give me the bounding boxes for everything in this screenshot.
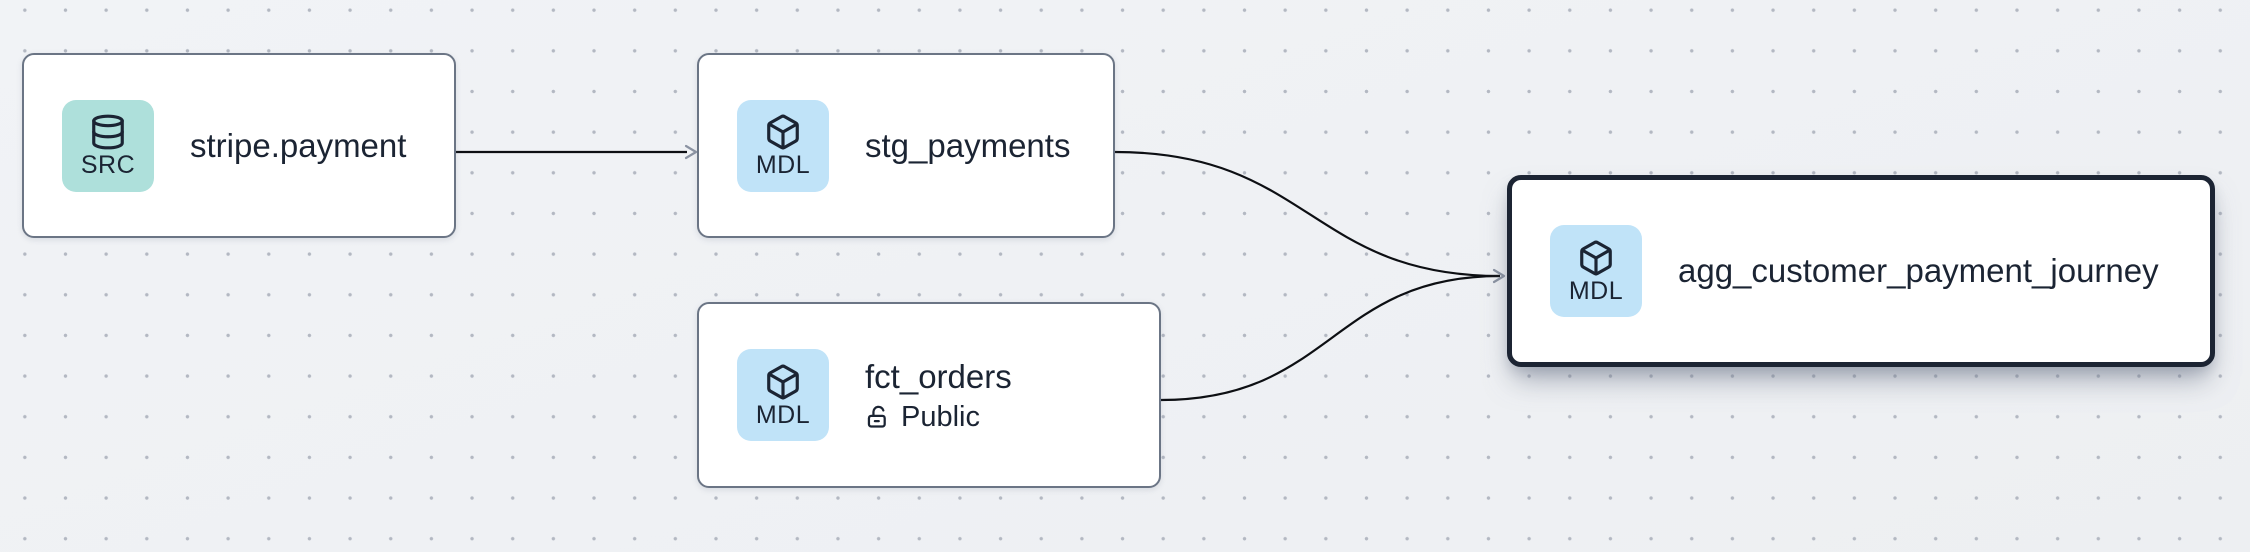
arrowhead-icon	[684, 144, 698, 160]
edge-stg-payments-to-agg-customer-payment-journey	[1114, 150, 1501, 278]
node-text: agg_customer_payment_journey	[1678, 252, 2159, 290]
node-title: stg_payments	[865, 126, 1071, 164]
model-type-badge: MDL	[737, 349, 829, 441]
arrowhead-icon	[1492, 268, 1506, 284]
node-text: fct_orders Public	[865, 358, 1012, 432]
node-title: agg_customer_payment_journey	[1678, 252, 2159, 290]
source-type-badge: SRC	[62, 99, 154, 192]
node-text: stripe.payment	[190, 127, 406, 165]
badge-label: SRC	[80, 151, 136, 179]
model-type-badge: MDL	[1550, 225, 1642, 317]
node-stg-payments[interactable]: MDL stg_payments	[697, 53, 1115, 238]
badge-label: MDL	[755, 151, 811, 179]
box-icon	[767, 364, 799, 399]
node-fct-orders[interactable]: MDL fct_orders Public	[697, 302, 1161, 488]
box-icon	[1580, 240, 1612, 275]
badge-label: MDL	[1568, 276, 1624, 305]
node-title: fct_orders	[865, 358, 1012, 396]
model-type-badge: MDL	[737, 99, 829, 192]
node-stripe-payment[interactable]: SRC stripe.payment	[22, 53, 456, 238]
node-text: stg_payments	[865, 127, 1070, 165]
badge-label: MDL	[755, 400, 811, 429]
node-agg-customer-payment-journey[interactable]: MDL agg_customer_payment_journey	[1507, 175, 2215, 367]
lock-open-icon	[867, 405, 886, 428]
access-row: Public	[865, 400, 1012, 433]
node-title: stripe.payment	[190, 126, 407, 164]
edge-fct-orders-to-agg-customer-payment-journey	[1160, 274, 1501, 402]
access-label: Public	[901, 400, 980, 433]
box-icon	[767, 114, 799, 150]
database-icon	[92, 114, 124, 150]
